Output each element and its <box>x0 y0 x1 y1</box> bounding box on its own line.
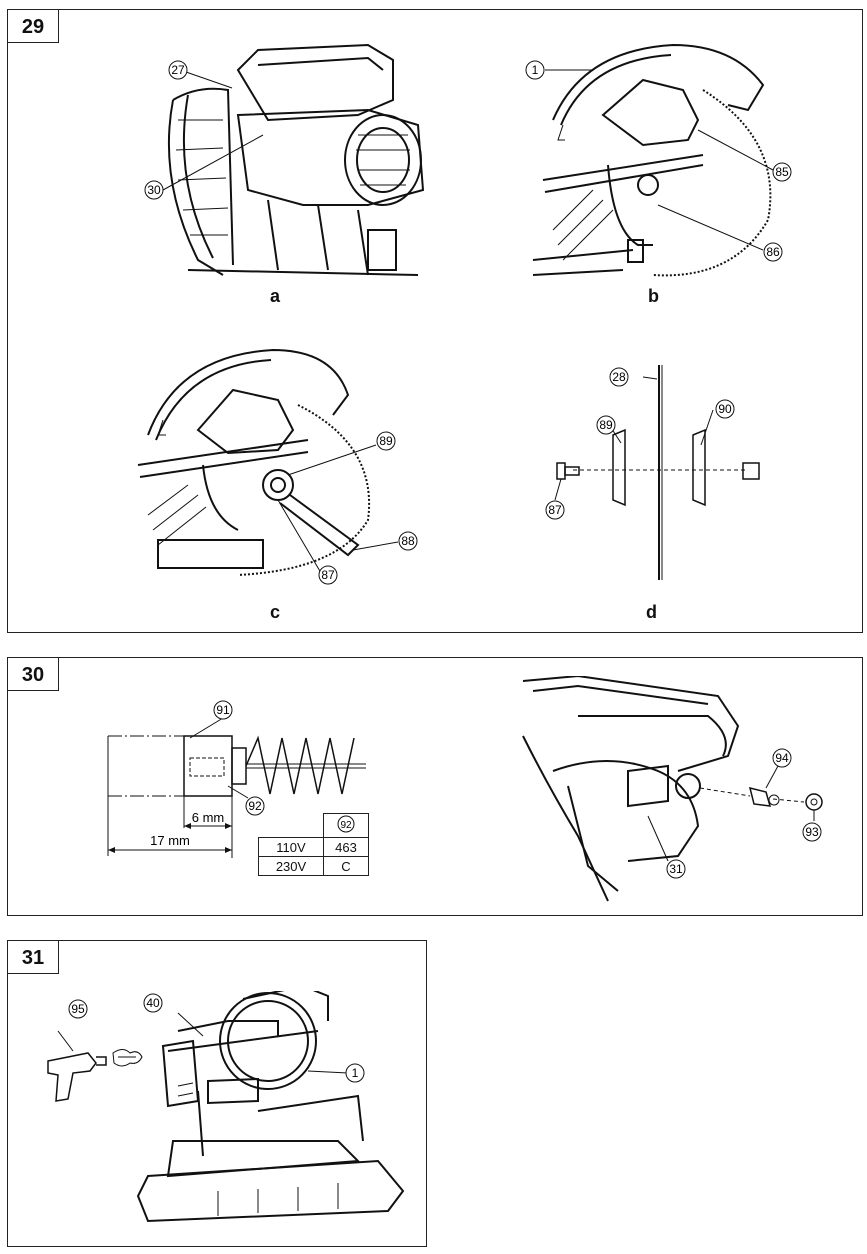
svg-text:91: 91 <box>216 703 230 717</box>
figure-30-number: 30 <box>7 657 59 691</box>
callout-91: 91 <box>213 700 233 720</box>
figure-29c-blade-removal-drawing: 89 88 87 <box>137 348 418 585</box>
figure-29a-saw-head-drawing: 27 30 <box>144 43 425 276</box>
svg-text:40: 40 <box>146 996 160 1010</box>
callout-95: 95 <box>68 999 88 1019</box>
callout-89: 89 <box>596 415 616 435</box>
figure-31-saw-cleaning-drawing: 40 95 1 <box>47 991 405 1223</box>
callout-87: 87 <box>318 565 338 585</box>
figure-29-panel: 29 27 30 a <box>7 9 863 633</box>
svg-text:92: 92 <box>248 799 262 813</box>
svg-text:1: 1 <box>532 63 539 77</box>
callout-89: 89 <box>376 431 396 451</box>
dimension-17mm: 17 mm <box>150 833 190 848</box>
svg-text:94: 94 <box>775 751 789 765</box>
figure-30-panel: 30 6 mm 17 mm <box>7 657 863 916</box>
air-blower-icon <box>47 1052 107 1102</box>
callout-90: 90 <box>715 399 735 419</box>
table-cell-voltage: 110V <box>258 837 324 857</box>
figure-29d-label: d <box>646 602 657 622</box>
callout-85: 85 <box>772 162 792 182</box>
svg-text:87: 87 <box>548 503 562 517</box>
callout-92: 92 <box>245 796 265 816</box>
table-cell-value: C <box>323 856 369 876</box>
svg-text:85: 85 <box>775 165 789 179</box>
callout-31: 31 <box>666 859 686 879</box>
figure-31-panel: 31 <box>7 940 427 1247</box>
callout-1: 1 <box>345 1063 365 1083</box>
svg-text:93: 93 <box>805 825 819 839</box>
figure-29a-label: a <box>270 286 281 306</box>
callout-28: 28 <box>609 367 629 387</box>
brush-spec-table: 92 110V 463 230V C <box>258 813 369 876</box>
figure-30-brush-cap-drawing: 94 93 31 <box>522 676 823 902</box>
svg-text:27: 27 <box>171 63 185 77</box>
figure-29c-label: c <box>270 602 281 622</box>
figure-29b-label: b <box>648 286 659 306</box>
svg-text:89: 89 <box>599 418 613 432</box>
callout-93: 93 <box>802 822 822 842</box>
figure-29d-exploded-blade-drawing: 28 89 90 87 <box>545 365 760 580</box>
table-cell-value: 463 <box>323 837 369 857</box>
figure-30-brush-dimension-drawing: 6 mm 17 mm 91 92 <box>107 700 366 858</box>
figure-29b-blade-guard-drawing: 1 85 86 <box>525 43 792 277</box>
svg-text:90: 90 <box>718 402 732 416</box>
brush-spec-table-header: 92 <box>323 813 369 838</box>
svg-text:95: 95 <box>71 1002 85 1016</box>
callout-88: 88 <box>398 531 418 551</box>
callout-94: 94 <box>772 748 792 768</box>
callout-27: 27 <box>168 60 188 80</box>
svg-text:31: 31 <box>669 862 683 876</box>
table-row: 110V 463 <box>258 837 369 857</box>
figure-29-number: 29 <box>7 9 59 43</box>
dimension-6mm: 6 mm <box>192 810 225 825</box>
svg-text:88: 88 <box>401 534 415 548</box>
svg-text:1: 1 <box>352 1066 359 1080</box>
callout-87: 87 <box>545 500 565 520</box>
svg-text:87: 87 <box>321 568 335 582</box>
callout-1: 1 <box>525 60 545 80</box>
callout-40: 40 <box>143 993 163 1013</box>
table-cell-voltage: 230V <box>258 856 324 876</box>
air-stream-icon <box>112 1049 143 1067</box>
figure-31-number: 31 <box>7 940 59 974</box>
svg-text:92: 92 <box>340 820 352 831</box>
callout-30: 30 <box>144 180 164 200</box>
svg-text:86: 86 <box>766 245 780 259</box>
svg-text:28: 28 <box>612 370 626 384</box>
table-row: 230V C <box>258 856 369 876</box>
svg-text:89: 89 <box>379 434 393 448</box>
callout-86: 86 <box>763 242 783 262</box>
svg-text:30: 30 <box>147 183 161 197</box>
